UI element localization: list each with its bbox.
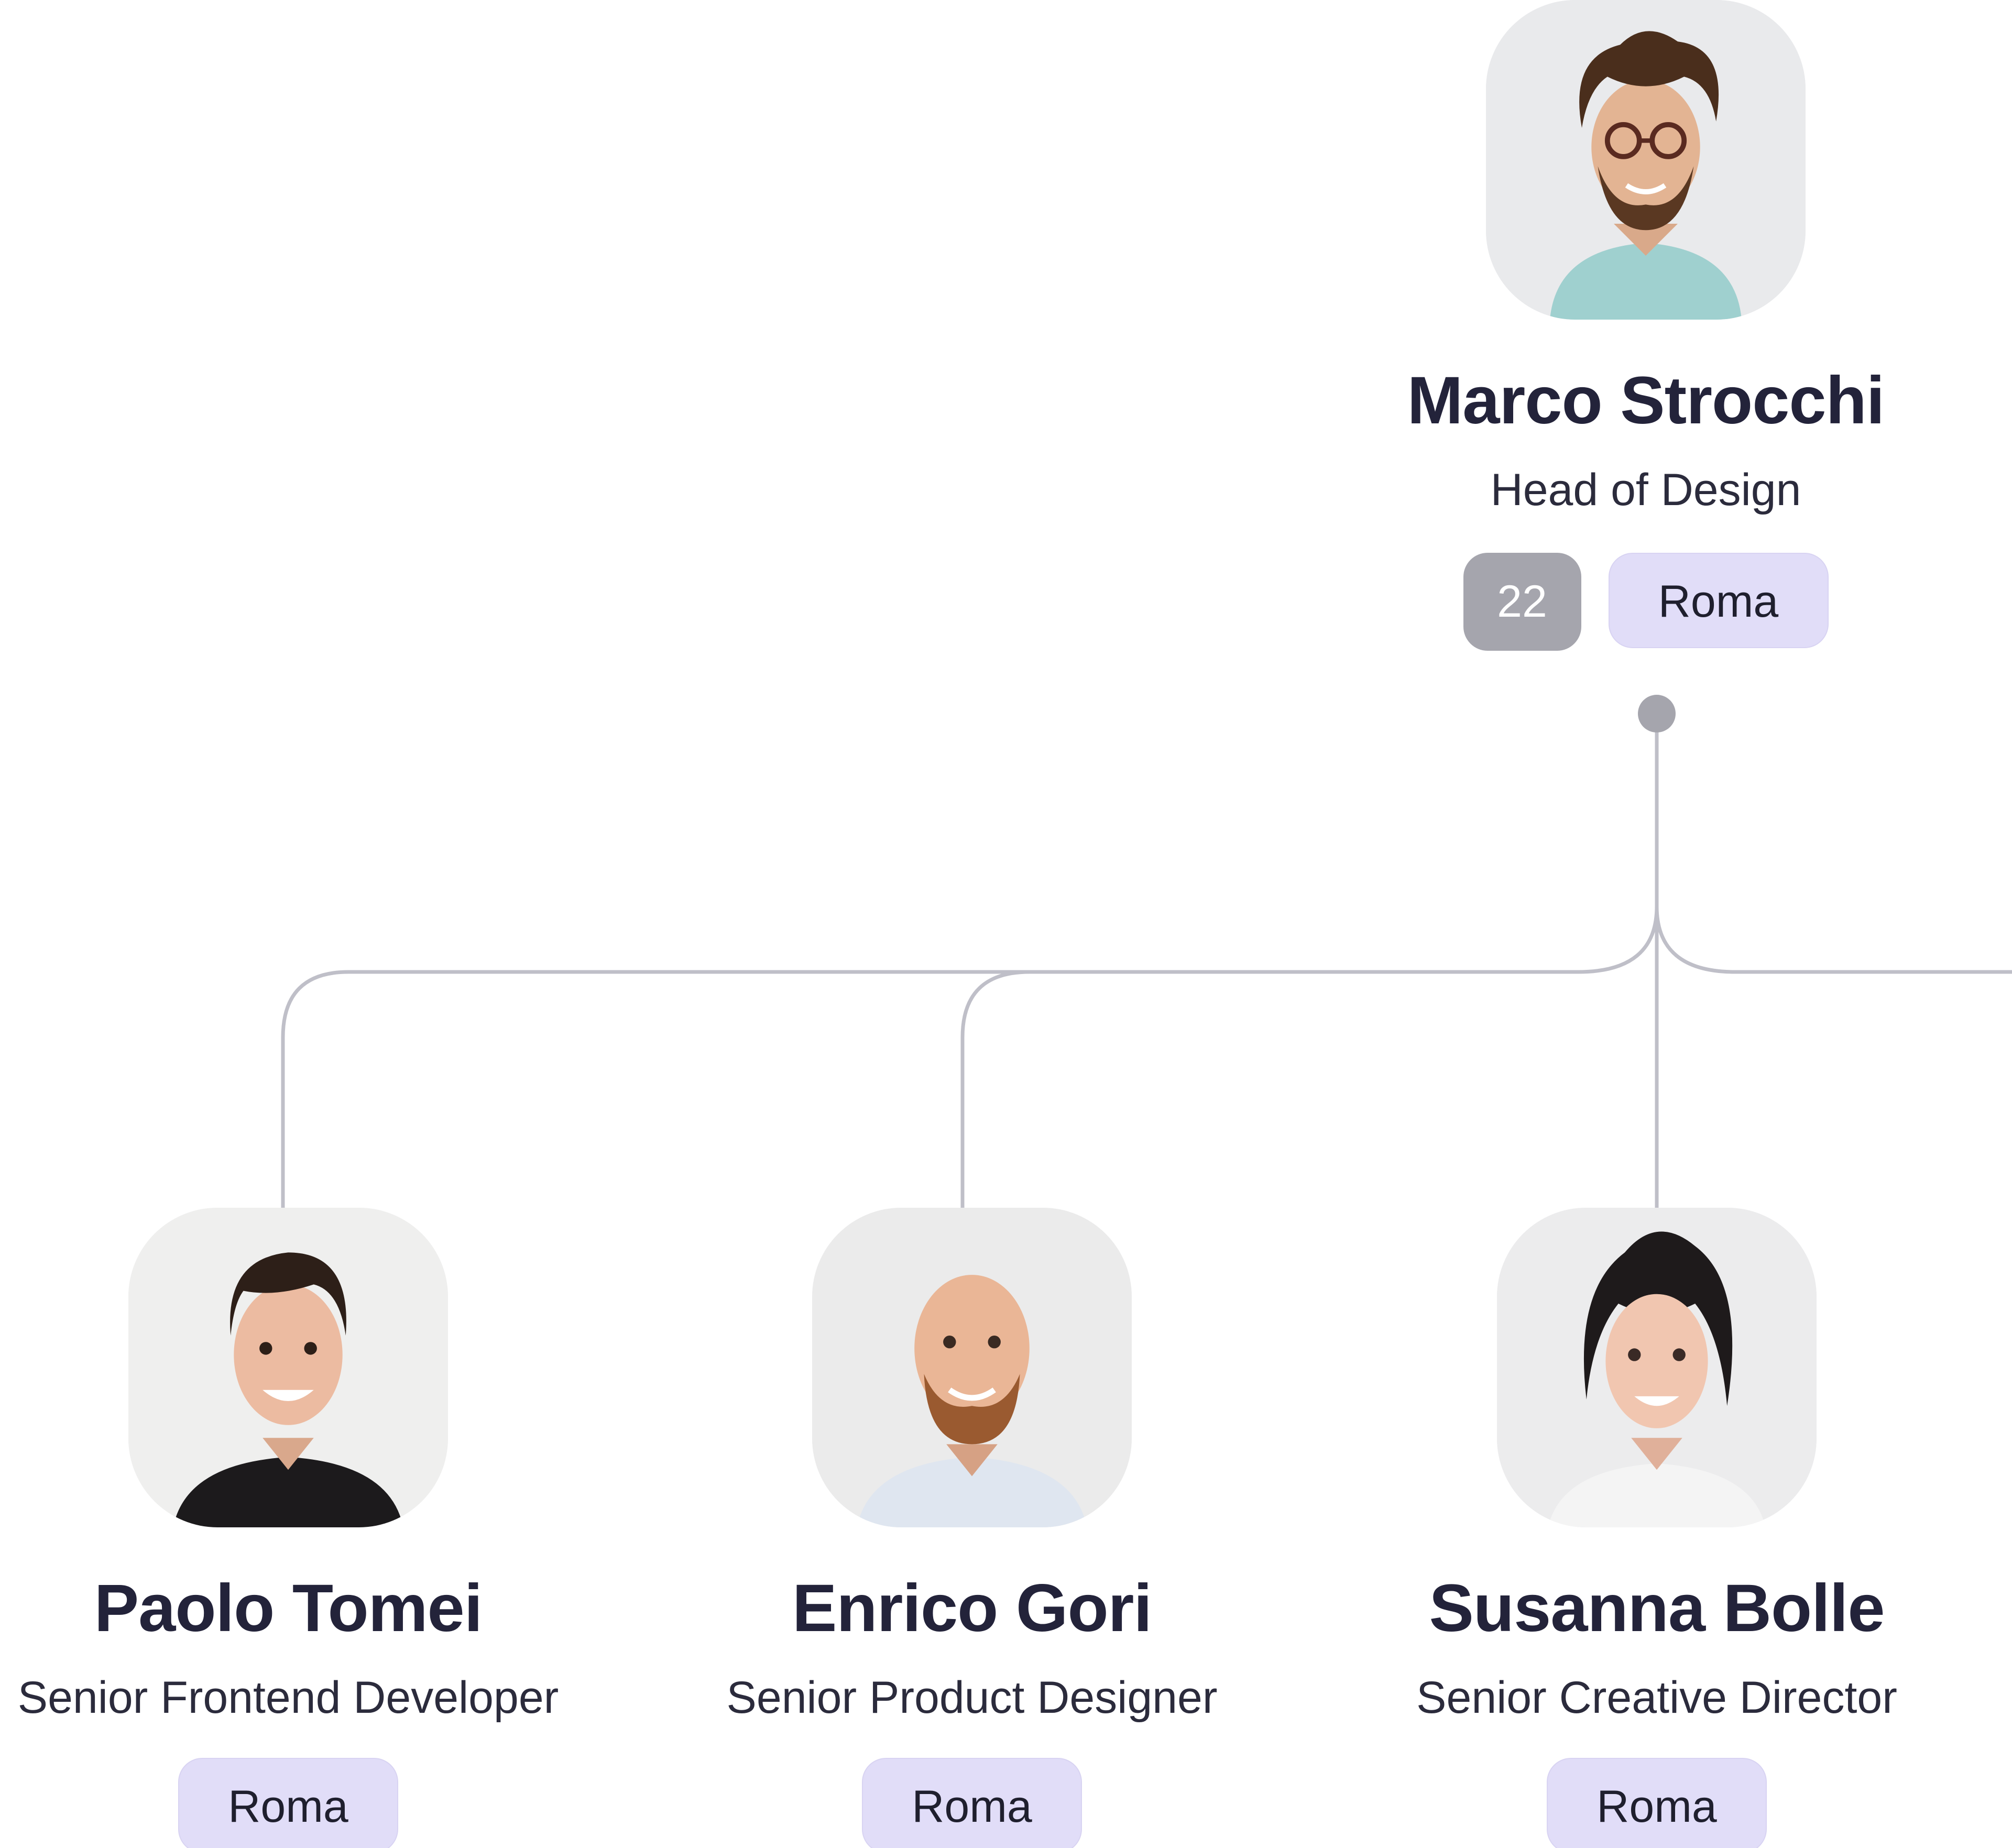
head-badges: 22 Roma bbox=[1305, 553, 1986, 651]
person-photo-icon bbox=[1497, 1208, 1817, 1527]
report-badges: Roma bbox=[631, 1758, 1313, 1848]
connector-bus-right bbox=[1655, 904, 2012, 974]
report-badges: Roma bbox=[1316, 1758, 1997, 1848]
head-role: Head of Design bbox=[1490, 465, 1801, 515]
location-badge: Roma bbox=[862, 1758, 1082, 1848]
report-name: Enrico Gori bbox=[792, 1571, 1152, 1646]
avatar-paolo bbox=[128, 1208, 448, 1527]
avatar-marco bbox=[1486, 0, 1806, 320]
report-name: Paolo Tomei bbox=[94, 1571, 483, 1646]
report-role: Senior Product Designer bbox=[726, 1672, 1218, 1723]
location-badge: Roma bbox=[1547, 1758, 1767, 1848]
connector-bus-left bbox=[281, 904, 1659, 1210]
head-name: Marco Strocchi bbox=[1407, 363, 1885, 438]
location-badge: Roma bbox=[1608, 553, 1829, 648]
connector-drop-enrico bbox=[960, 970, 1032, 1210]
reports-count-badge[interactable]: 22 bbox=[1463, 553, 1581, 651]
person-photo-icon bbox=[128, 1208, 448, 1527]
avatar-enrico bbox=[812, 1208, 1132, 1527]
connector-node bbox=[1638, 695, 1676, 732]
person-photo-icon bbox=[812, 1208, 1132, 1527]
report-role: Senior Frontend Developer bbox=[17, 1672, 559, 1723]
avatar-susanna bbox=[1497, 1208, 1817, 1527]
report-role: Senior Creative Director bbox=[1416, 1672, 1897, 1723]
report-badges: Roma bbox=[0, 1758, 629, 1848]
location-badge: Roma bbox=[178, 1758, 398, 1848]
person-photo-icon bbox=[1486, 0, 1806, 320]
report-name: Susanna Bolle bbox=[1429, 1571, 1885, 1646]
